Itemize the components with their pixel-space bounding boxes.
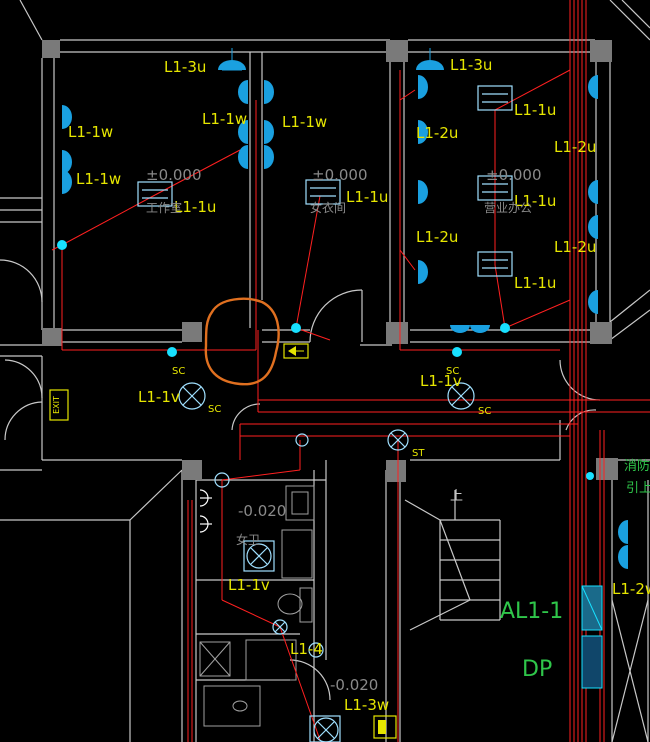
label-l11w-4: L1-1w: [282, 113, 327, 131]
label-l13u-right: L1-3u: [450, 56, 492, 74]
stair-up-label: 上: [450, 489, 463, 504]
elevation-1: ±0.000: [146, 166, 202, 184]
elevation-5: -0.020: [330, 676, 378, 694]
panel-note-2: 引上: [626, 481, 650, 496]
panel-label-dp: DP: [522, 657, 552, 682]
room-name-1: 工作室: [146, 200, 182, 215]
exit-sign: EXIT: [49, 389, 69, 421]
emergency-light-box: [373, 715, 397, 739]
sanitary-fixtures: [199, 485, 315, 727]
switch-points: [57, 240, 594, 480]
panel-label-al11: AL1-1: [500, 599, 563, 624]
label-sc-2: SC: [208, 404, 221, 415]
circuit-labels: L1-3u L1-3u L1-1w L1-1w L1-1w L1-1w L1-1…: [68, 56, 650, 714]
panel-note-1: 消防: [624, 458, 650, 474]
fluorescent-panels: [137, 85, 513, 277]
label-l11w-3: L1-1w: [202, 110, 247, 128]
label-l11v-2: L1-1v: [420, 372, 462, 390]
label-l11w-1: L1-1w: [68, 123, 113, 141]
label-l12u-2: L1-2u: [416, 228, 458, 246]
label-sc-1: SC: [172, 366, 185, 377]
structural-columns: [42, 40, 618, 482]
exit-sign-text: EXIT: [52, 396, 61, 414]
ceiling-fixtures-x: [178, 382, 475, 742]
label-l11w-2: L1-1w: [76, 170, 121, 188]
socket-symbols: [199, 489, 212, 533]
circuit-wiring: [51, 0, 650, 742]
label-l13w: L1-3w: [344, 696, 389, 714]
elevation-3: ±0.000: [486, 166, 542, 184]
label-l12w: L1-2w: [612, 580, 650, 598]
room-name-2: 女衣间: [310, 200, 346, 215]
label-l11v-1: L1-1v: [138, 388, 180, 406]
label-l12u-1: L1-2u: [416, 124, 458, 142]
label-st: ST: [412, 448, 425, 459]
distribution-panels: [581, 585, 603, 689]
evacuation-arrow-sign: [283, 343, 309, 359]
markup-cloud: [204, 297, 280, 386]
label-l11v-3: L1-1v: [228, 576, 270, 594]
label-l11u-1: L1-1u: [174, 198, 216, 216]
label-l11u-5: L1-1u: [514, 274, 556, 292]
wall-lamps-left-room: [62, 60, 628, 569]
room-name-4: 女卫: [236, 532, 260, 547]
label-l11u-2: L1-1u: [346, 188, 388, 206]
label-sc-3: SC: [446, 366, 459, 377]
label-l13u-left: L1-3u: [164, 58, 206, 76]
label-l12u-3: L1-2u: [554, 138, 596, 156]
label-l11u-4: L1-1u: [514, 192, 556, 210]
label-l11u-3: L1-1u: [514, 101, 556, 119]
label-sc-4: SC: [478, 406, 491, 417]
elevation-2: ±0.000: [312, 166, 368, 184]
label-l12u-4: L1-2u: [554, 238, 596, 256]
elevation-4: -0.020: [238, 502, 286, 520]
lamp-stems: [222, 48, 431, 71]
label-l14: L1-4: [290, 640, 323, 658]
room-name-3: 营业办公: [484, 200, 532, 215]
